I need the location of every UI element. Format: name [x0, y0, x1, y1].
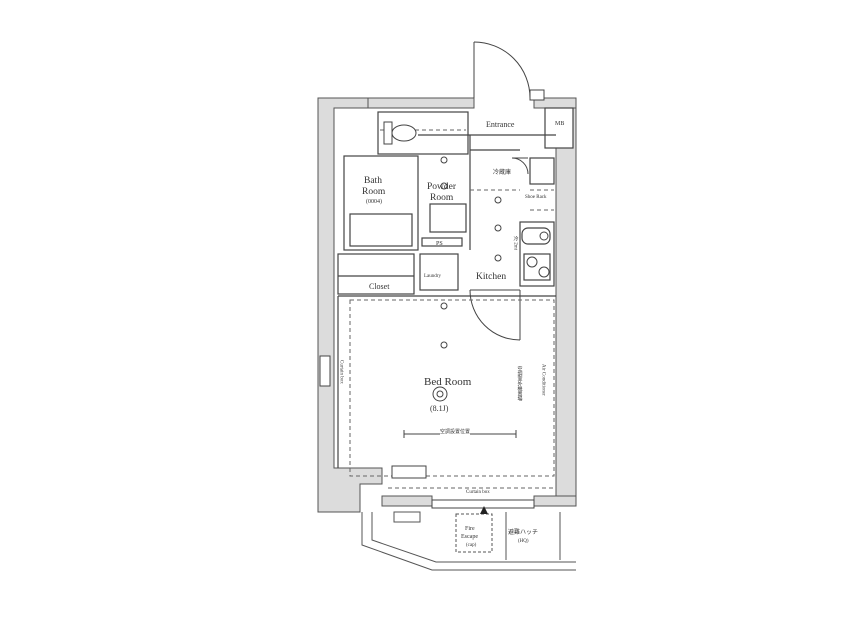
exterior-walls — [317, 97, 577, 513]
balcony-hatch-label: 避難ハッチ — [508, 530, 539, 536]
balcony — [361, 511, 576, 571]
bedroom-door — [469, 289, 521, 341]
mid-wall-label: 空調室外機置場 — [516, 366, 522, 401]
entrance-label: Entrance — [486, 120, 515, 129]
right-wall-label: Air Conditioner — [540, 364, 546, 396]
fridge-label: 冷蔵庫 — [493, 170, 512, 176]
powder-label-1: Powder — [427, 182, 457, 192]
arrow-marker — [480, 506, 488, 514]
light-fixtures — [432, 156, 502, 402]
closet-label: Closet — [369, 282, 390, 291]
fire-escape-1: Fire — [465, 526, 475, 532]
rack-label: Shoe Rack — [525, 195, 547, 200]
powder-label-2: Room — [430, 193, 454, 203]
bath-size: (0004) — [366, 199, 382, 205]
balcony-hatch-sub: (HQ) — [518, 539, 529, 544]
curtain-left-label: Curtain box — [338, 360, 344, 384]
fire-escape-2: Escape — [461, 534, 478, 540]
curtain-bottom-label: Curtain box — [466, 490, 490, 495]
stove-label: 冷 2mt — [512, 236, 518, 251]
mb-label: MB — [555, 121, 565, 127]
fire-escape-3: (cap) — [466, 543, 477, 548]
toilet — [383, 121, 417, 145]
bedroom-label: Bed Room — [424, 376, 472, 388]
laundry-label: Laundry — [424, 274, 441, 279]
bedroom-size: (8.1J) — [430, 404, 449, 413]
kitchen-label: Kitchen — [476, 272, 507, 282]
entrance-door — [473, 41, 545, 101]
bath-label-2: Room — [362, 187, 386, 197]
ps-label: PS — [436, 241, 443, 247]
ac-rail-label: 空調設置位置 — [440, 430, 471, 436]
bath-label-1: Bath — [364, 176, 382, 186]
